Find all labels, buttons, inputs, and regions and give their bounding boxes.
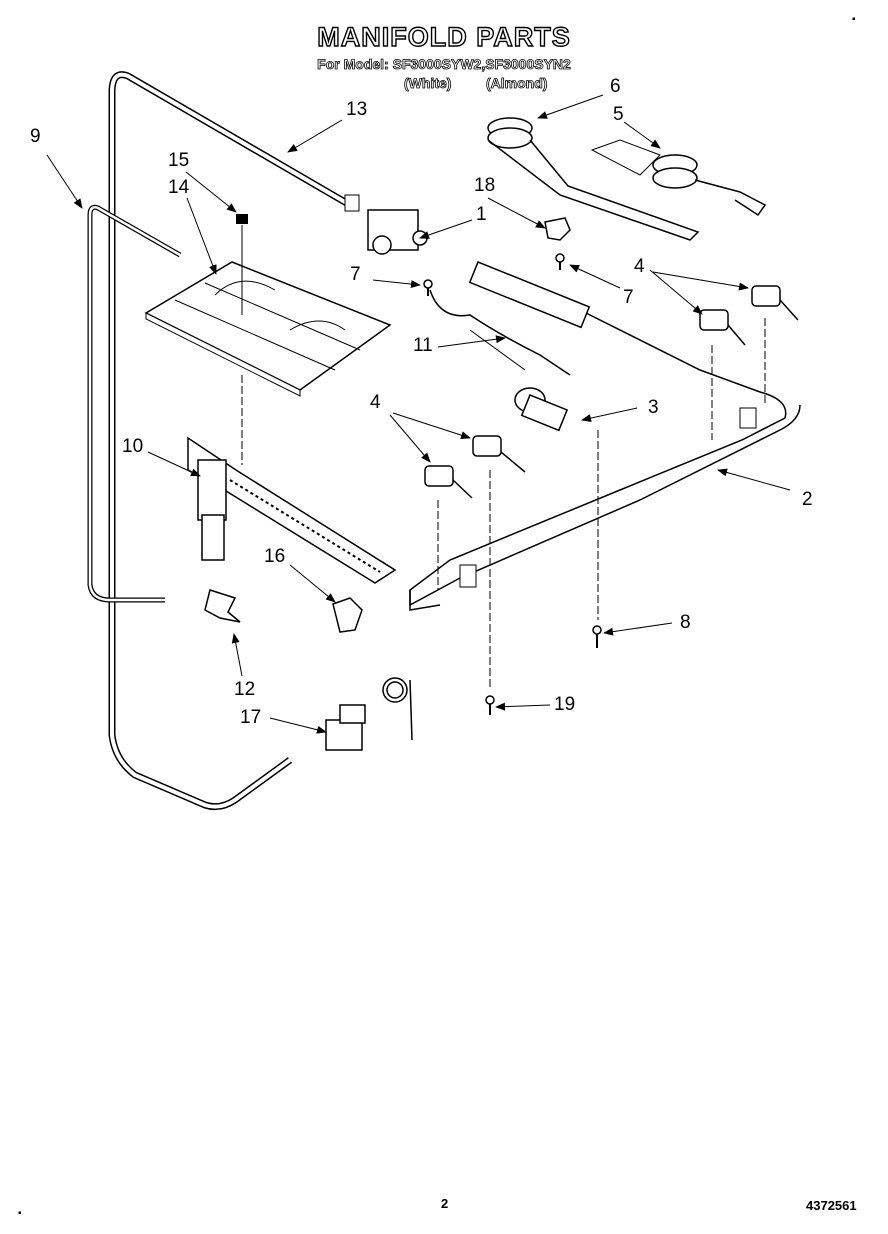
part-9-tube (87, 204, 182, 603)
variant-white-label: (White) (404, 75, 452, 92)
callout-16: 13 (346, 99, 368, 120)
part-7-screw-left (423, 279, 433, 296)
part-13-wire (429, 289, 571, 376)
part-3-valve (514, 387, 569, 432)
part-4-orifice-upper-b (751, 285, 799, 321)
part-10-clip (204, 589, 241, 623)
document-number: 4372561 (806, 1198, 857, 1213)
part-15-nut (236, 214, 248, 224)
callout-3: 3 (648, 397, 659, 418)
callout-10: 12 (234, 679, 256, 700)
callout-9: 9 (30, 126, 41, 147)
corner-mark-top: ▪ (852, 14, 856, 25)
callout-13: 11 (413, 335, 433, 356)
callout-15: 15 (168, 150, 190, 171)
callout-19: 19 (554, 694, 576, 715)
part-18-bracket (544, 217, 571, 241)
callout-6: 6 (610, 76, 621, 97)
part-4-orifice-lower-b (472, 435, 526, 473)
corner-mark-bottom: ▪ (18, 1208, 22, 1219)
part-12-burner (187, 436, 397, 584)
callout-11: 16 (264, 546, 286, 567)
page-number: 2 (441, 1196, 449, 1211)
part-7-screw-right (555, 253, 565, 270)
callout-4-lower: 4 (370, 392, 381, 413)
callout-17: 17 (240, 707, 262, 728)
part-14-deflector (144, 261, 392, 397)
callout-4-upper: 4 (634, 256, 645, 277)
part-2-manifold (409, 261, 801, 611)
callout-12: 10 (122, 436, 144, 457)
callout-1: 1 (476, 204, 487, 225)
callout-8: 8 (680, 612, 691, 633)
callout-14: 14 (168, 177, 190, 198)
part-1-valve (344, 194, 428, 255)
part-4-orifice-lower-a (424, 465, 473, 499)
callout-7-left: 7 (350, 264, 361, 285)
callout-2: 2 (802, 489, 813, 510)
part-17-thermostat (325, 677, 413, 751)
part-11-bracket (332, 597, 363, 633)
callout-5: 5 (613, 104, 624, 125)
part-4-orifice-upper-a (699, 309, 746, 346)
part-8-screw (592, 625, 602, 648)
variant-almond-label: (Almond) (486, 75, 548, 92)
model-line: For Model: SF3000SYW2,SF3000SYN2 (317, 56, 571, 73)
callout-18: 18 (474, 175, 496, 196)
part-6-burner (487, 117, 700, 241)
page-title: MANIFOLD PARTS (317, 21, 571, 52)
callout-7-right: 7 (623, 287, 634, 308)
part-19-screw (485, 695, 495, 715)
part-5-burner (590, 139, 767, 217)
